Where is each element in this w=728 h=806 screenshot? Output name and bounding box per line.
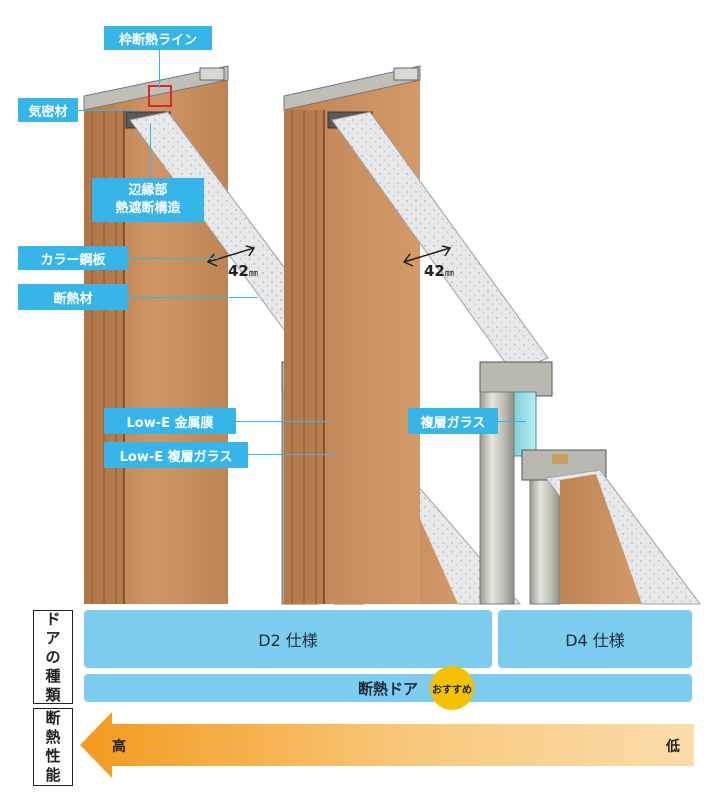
performance-heading-char-1: 断 bbox=[45, 709, 61, 727]
door-cross-section-illustration bbox=[83, 65, 701, 605]
callout-airtight-material: 気密材 bbox=[18, 98, 78, 122]
right-door-insulation-band bbox=[331, 111, 549, 373]
leader-frame-line bbox=[159, 50, 160, 88]
door-type-heading-char-5: 類 bbox=[45, 685, 61, 704]
right-thickness-arrow bbox=[402, 245, 452, 267]
callout-double-glass: 複層ガラス bbox=[408, 408, 498, 434]
callout-insulation-material: 断熱材 bbox=[18, 284, 128, 310]
performance-heading-char-3: 性 bbox=[45, 747, 61, 765]
leader-lowe-film bbox=[236, 421, 332, 422]
insulated-door-label: 断熱ドア bbox=[357, 679, 418, 698]
callout-frame-insulation-line: 枠断熱ライン bbox=[104, 26, 212, 50]
left-thickness-value: 42 bbox=[228, 262, 249, 280]
leader-double-glass bbox=[498, 421, 526, 422]
recommended-badge: おすすめ bbox=[430, 666, 474, 710]
performance-low-label: 低 bbox=[666, 739, 680, 755]
left-thickness-unit: ㎜ bbox=[248, 269, 258, 279]
callout-edge-insulation-structure: 辺縁部 熱遮断構造 bbox=[92, 178, 204, 222]
door-type-heading-char-3: の bbox=[45, 647, 61, 666]
left-thickness-arrow bbox=[206, 245, 256, 267]
frame-insulation-line-marker bbox=[148, 85, 172, 107]
right-thickness-unit: ㎜ bbox=[444, 269, 454, 279]
performance-heading-char-4: 能 bbox=[45, 766, 61, 784]
insulated-door-bar: 断熱ドア bbox=[84, 674, 692, 702]
right-thickness-value: 42 bbox=[424, 262, 445, 280]
right-thickness-measurement: 42㎜ bbox=[424, 262, 454, 280]
leader-color-steel bbox=[128, 258, 218, 259]
door-type-heading: ド ア の 種 類 bbox=[33, 610, 73, 704]
door-type-heading-char-2: ア bbox=[45, 628, 61, 647]
performance-high-label: 高 bbox=[112, 739, 126, 755]
callout-color-steel-sheet: カラー鋼板 bbox=[18, 246, 128, 270]
leader-lowe-glass bbox=[248, 454, 338, 455]
left-door-top-frame bbox=[83, 65, 229, 111]
performance-heading: 断 熱 性 能 bbox=[33, 708, 73, 786]
callout-edge-structure-line2: 熱遮断構造 bbox=[115, 201, 181, 216]
right-door-top-frame bbox=[283, 65, 421, 111]
performance-heading-char-2: 熱 bbox=[45, 728, 61, 746]
callout-lowe-metal-film: Low-E 金属膜 bbox=[104, 408, 236, 434]
spec-d2: D2 仕様 bbox=[84, 610, 492, 668]
right-door-glass-pane bbox=[513, 391, 537, 457]
spec-d4: D4 仕様 bbox=[498, 610, 692, 668]
door-type-heading-char-1: ド bbox=[45, 609, 61, 628]
leader-edge-structure bbox=[150, 124, 151, 180]
performance-gradient-arrow bbox=[80, 712, 694, 778]
callout-lowe-double-glass: Low-E 複層ガラス bbox=[104, 442, 248, 468]
leader-airtight bbox=[78, 110, 134, 111]
left-thickness-measurement: 42㎜ bbox=[228, 262, 258, 280]
callout-edge-structure-line1: 辺縁部 bbox=[128, 183, 168, 198]
leader-insulation bbox=[128, 297, 258, 298]
right-door bbox=[283, 65, 701, 605]
right-door-glass-frame-upper bbox=[479, 361, 553, 397]
door-type-heading-char-4: 種 bbox=[45, 666, 61, 685]
